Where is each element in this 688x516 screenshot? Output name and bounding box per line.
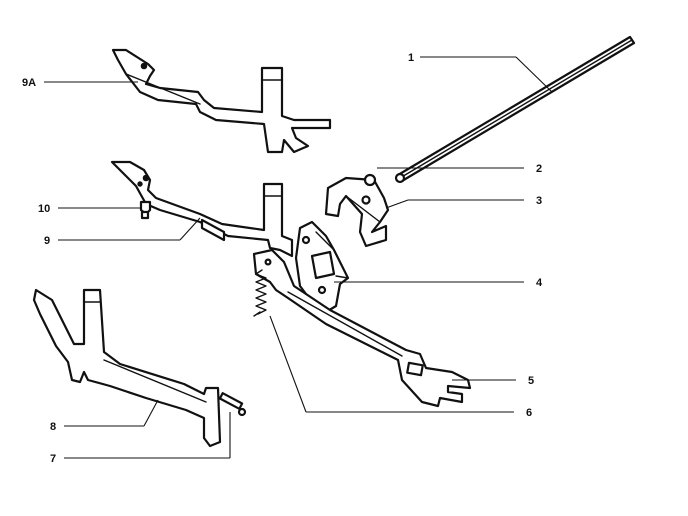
part-3-bracket [324, 173, 390, 248]
leader-lines [44, 56, 553, 459]
callout-8: 8 [50, 421, 56, 433]
part-4-latch-plate [294, 220, 350, 314]
part-10-clip [139, 200, 152, 220]
part-5-actuator-arm [252, 248, 472, 408]
callout-2: 2 [536, 163, 542, 175]
part-9a-lever [111, 48, 332, 154]
callout-7: 7 [50, 453, 56, 465]
callout-labels: 1 2 3 4 5 6 7 8 9 9A 10 [22, 52, 543, 465]
callout-6: 6 [526, 407, 532, 419]
callout-9: 9 [44, 235, 50, 247]
part-6-spring [253, 269, 267, 317]
callout-4: 4 [536, 277, 543, 289]
part-7-pin [218, 392, 247, 417]
part-1-rod [394, 35, 636, 184]
callout-5: 5 [528, 375, 534, 387]
callout-3: 3 [536, 195, 542, 207]
callout-1: 1 [408, 52, 414, 64]
callout-10: 10 [38, 203, 50, 215]
part-8-lever [32, 288, 222, 448]
part-9-lever [110, 160, 294, 258]
callout-9a: 9A [22, 77, 36, 89]
